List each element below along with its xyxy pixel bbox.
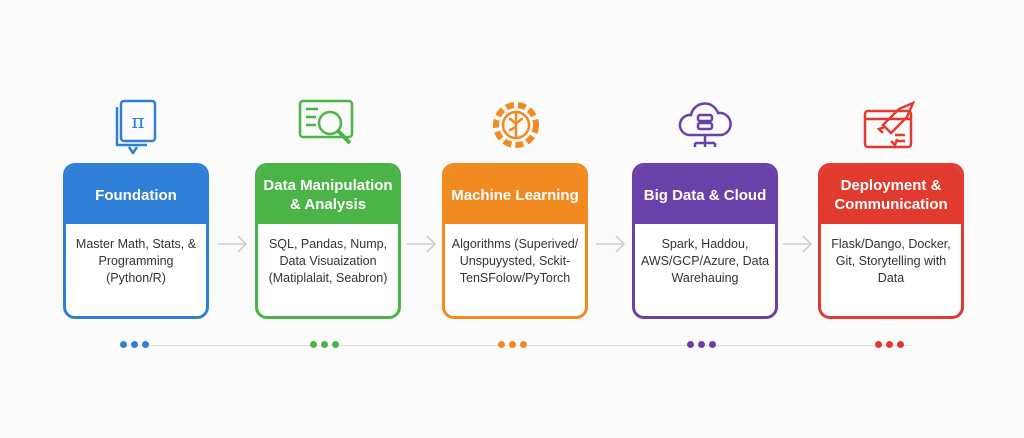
stage-description: Flask/Dango, Docker, Git, Storytelling w… [831,237,951,285]
stage-card-deployment: Deployment & Communication Flask/Dango, … [818,163,964,319]
magnifier-chart-icon [298,99,354,145]
book-pi-icon: π [115,99,157,155]
stage-description: Master Math, Stats, & Programming (Pytho… [75,237,197,285]
stage-title: Data Manipulation & Analysis [258,166,398,224]
arrow-right-icon [783,235,813,253]
progress-dots-big-data [687,341,716,348]
stage-description: SQL, Pandas, Nump, Data Visuaization (Ma… [268,237,388,285]
gear-brain-icon [493,102,539,148]
progress-dots-data-manipulation [310,341,339,348]
stage-card-foundation: Foundation Master Math, Stats, & Program… [63,163,209,319]
stage-description: Algorithms (Superived/ Unspuyysted, Scki… [451,237,579,285]
stage-title: Machine Learning [445,166,585,224]
cloud-database-icon [678,102,732,147]
stage-card-machine-learning: Machine Learning Algorithms (Superived/ … [442,163,588,319]
stage-card-data-manipulation: Data Manipulation & Analysis SQL, Pandas… [255,163,401,319]
arrow-right-icon [596,235,626,253]
stage-description: Spark, Haddou, AWS/GCP/Azure, Data Wareh… [640,237,770,285]
stage-title: Big Data & Cloud [635,166,775,224]
progress-dots-deployment [875,341,904,348]
svg-text:π: π [131,109,144,133]
progress-dots-machine-learning [498,341,527,348]
arrow-right-icon [218,235,248,253]
stage-title: Deployment & Communication [821,166,961,224]
rocket-window-icon [863,100,916,149]
stage-card-big-data: Big Data & Cloud Spark, Haddou, AWS/GCP/… [632,163,778,319]
progress-dots-foundation [120,341,149,348]
arrow-right-icon [407,235,437,253]
stage-title: Foundation [66,166,206,224]
